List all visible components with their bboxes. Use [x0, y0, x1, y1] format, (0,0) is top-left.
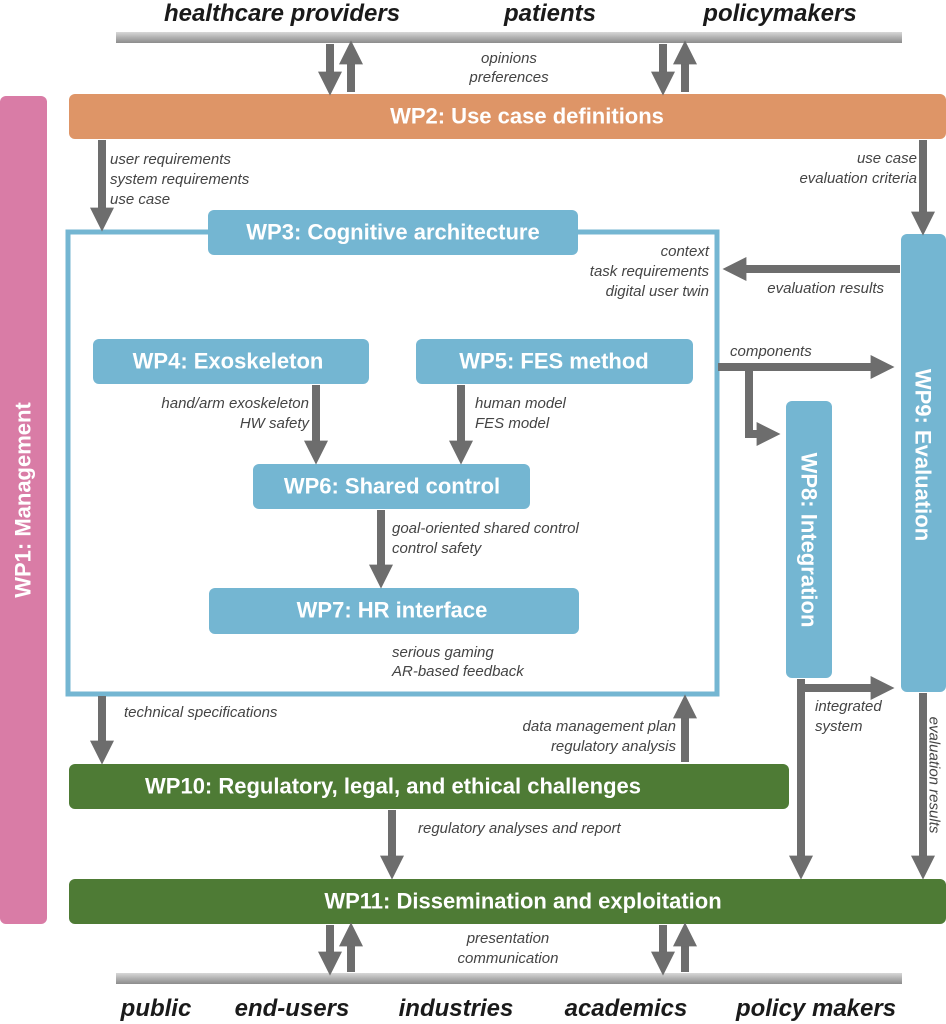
- wp7-hr-interface-label: WP7: HR interface: [297, 598, 488, 623]
- arrow-wp8-to-wp9: [797, 676, 895, 700]
- label-use-case-right: use case: [857, 150, 917, 167]
- label-integrated: integrated: [815, 698, 882, 715]
- wp9-evaluation-box: [901, 234, 946, 692]
- label-control-safety: control safety: [392, 540, 483, 557]
- label-digital-user-twin: digital user twin: [606, 283, 709, 300]
- label-system-requirements: system requirements: [110, 171, 250, 188]
- label-evaluation-results-top: evaluation results: [767, 280, 884, 297]
- wp3-cognitive-architecture-label: WP3: Cognitive architecture: [246, 220, 539, 245]
- wp1-management-label: WP1: Management: [11, 402, 36, 598]
- wp5-fes-method-box: [416, 339, 693, 384]
- wp7-hr-interface-box: [209, 588, 579, 634]
- label-ar-based-feedback: AR-based feedback: [391, 663, 525, 680]
- wp4-exoskeleton-box: [93, 339, 369, 384]
- wp1-management-box: [0, 96, 47, 924]
- label-system: system: [815, 718, 863, 735]
- label-hw-safety: HW safety: [240, 415, 311, 432]
- wp5-fes-method-label: WP5: FES method: [459, 349, 648, 374]
- wp2-use-case-label: WP2: Use case definitions: [390, 104, 664, 129]
- label-regulatory-analysis: regulatory analysis: [551, 738, 677, 755]
- wp3-cognitive-architecture-box: [208, 210, 578, 255]
- label-fes-model: FES model: [475, 415, 550, 432]
- label-context: context: [661, 243, 710, 260]
- label-user-requirements: user requirements: [110, 151, 231, 168]
- stakeholder-public: public: [120, 995, 192, 1022]
- wp10-regulatory-box: [69, 764, 789, 809]
- label-serious-gaming: serious gaming: [392, 644, 494, 661]
- wp8-integration-label: WP8: Integration: [797, 453, 822, 628]
- stakeholder-academics: academics: [565, 995, 688, 1022]
- wp10-regulatory-label: WP10: Regulatory, legal, and ethical cha…: [145, 774, 641, 799]
- stakeholder-industries: industries: [399, 995, 514, 1022]
- wp6-shared-control-box: [253, 464, 530, 509]
- wp9-evaluation-label: WP9: Evaluation: [911, 369, 936, 541]
- label-human-model: human model: [475, 395, 567, 412]
- stakeholder-bar-top: [116, 32, 902, 43]
- stakeholder-end-users: end-users: [235, 995, 350, 1022]
- label-task-requirements: task requirements: [590, 263, 710, 280]
- label-use-case-left: use case: [110, 191, 170, 208]
- label-goal-oriented-shared-control: goal-oriented shared control: [392, 520, 579, 537]
- label-preferences: preferences: [468, 69, 549, 86]
- wp8-integration-box: [786, 401, 832, 678]
- label-regulatory-analyses-and-report: regulatory analyses and report: [418, 820, 621, 837]
- label-evaluation-criteria: evaluation criteria: [799, 170, 917, 187]
- wp2-use-case-box: [69, 94, 946, 139]
- label-components: components: [730, 343, 812, 360]
- label-presentation: presentation: [466, 930, 550, 947]
- label-communication: communication: [458, 950, 559, 967]
- stakeholder-policy-makers: policy makers: [735, 995, 896, 1022]
- stakeholder-policymakers: policymakers: [702, 0, 856, 27]
- label-technical-specifications: technical specifications: [124, 704, 278, 721]
- label-hand-arm-exoskeleton: hand/arm exoskeleton: [161, 395, 309, 412]
- wp11-dissemination-box: [69, 879, 946, 924]
- wp6-shared-control-label: WP6: Shared control: [284, 474, 500, 499]
- stakeholder-patients: patients: [503, 0, 596, 27]
- wp11-dissemination-label: WP11: Dissemination and exploitation: [324, 889, 721, 914]
- label-opinions: opinions: [481, 50, 537, 67]
- stakeholder-healthcare-providers: healthcare providers: [164, 0, 400, 27]
- wp4-exoskeleton-label: WP4: Exoskeleton: [133, 349, 324, 374]
- label-evaluation-results-vertical: evaluation results: [926, 717, 943, 834]
- stakeholder-bar-bottom: [116, 973, 902, 984]
- label-data-management-plan: data management plan: [523, 718, 676, 735]
- arrow-components-to-wp8: [745, 367, 781, 446]
